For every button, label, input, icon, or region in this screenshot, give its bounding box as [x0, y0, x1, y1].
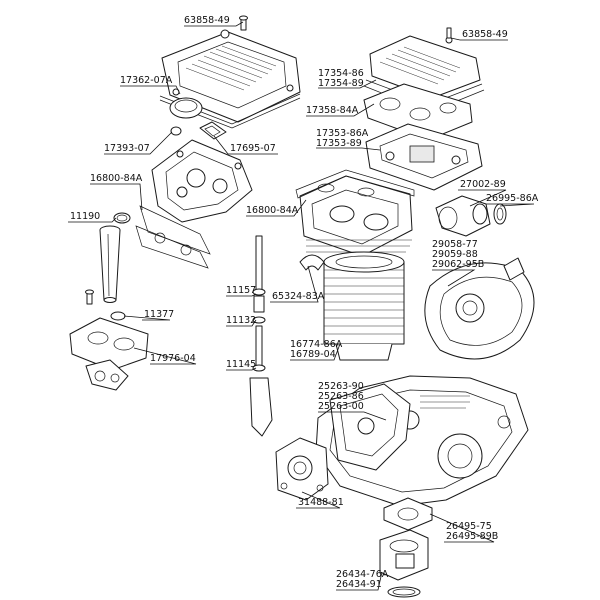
callout-26434-76a: 26434-76A [336, 569, 389, 580]
filter-housing-part [379, 529, 429, 581]
callout-25263-90: 25263-90 [318, 381, 364, 392]
callout-65324-83a: 65324-83A [272, 291, 325, 302]
callout-17354-89: 17354-89 [318, 78, 364, 89]
callout-11145: 11145 [226, 359, 256, 370]
callout-29059-88: 29059-88 [432, 249, 478, 260]
small-oring-11377-part [110, 311, 126, 321]
pushrod-assembly-part [249, 235, 273, 437]
callout-25263-00: 25263-00 [318, 401, 364, 412]
callout-16774-86a: 16774-86A [290, 339, 343, 350]
callout-63858-49-right: 63858-49 [462, 29, 508, 40]
filter-oring-part [387, 586, 421, 598]
callout-17695-07: 17695-07 [230, 143, 276, 154]
callout-29058-77: 29058-77 [432, 239, 478, 250]
callout-26995-86a: 26995-86A [486, 193, 539, 204]
air-cleaner-plate-part [424, 257, 535, 360]
callout-16789-04: 16789-04 [290, 349, 336, 360]
bolt-part [239, 15, 248, 31]
small-oring-part [170, 126, 182, 136]
callout-labels: 63858-49 63858-49 17362-07A 17354-86 173… [70, 15, 539, 590]
manifold-clamp-part [299, 254, 325, 271]
callout-31488-81: 31488-81 [298, 497, 344, 508]
callout-17353-86a: 17353-86A [316, 128, 369, 139]
callout-16800-84a-center: 16800-84A [246, 205, 299, 216]
square-gasket-part [199, 121, 227, 140]
leader-lines [68, 21, 535, 591]
callout-17353-89: 17353-89 [316, 138, 362, 149]
callout-11157: 11157 [226, 285, 256, 296]
breather-cover-part [169, 97, 203, 119]
oil-pump-part [275, 437, 329, 501]
pushrod-tube-part [99, 225, 121, 303]
pushrod-oring-part [113, 212, 131, 224]
callout-17393-07: 17393-07 [104, 143, 150, 154]
callout-26495-75: 26495-75 [446, 521, 492, 532]
callout-63858-49-top: 63858-49 [184, 15, 230, 26]
callout-11377: 11377 [144, 309, 174, 320]
upper-right-plate-part [363, 83, 473, 141]
intake-seal-part [493, 203, 507, 225]
tappet-block-part [69, 317, 149, 391]
upper-right-cover-part [369, 27, 481, 99]
head-gasket-part [295, 169, 415, 199]
callout-11132: 11132 [226, 315, 256, 326]
callout-29062-95b: 29062-95B [432, 259, 484, 270]
cylinder-head-part [299, 175, 413, 257]
callout-17976-04: 17976-04 [150, 353, 196, 364]
intake-pipe-part [435, 195, 491, 237]
callout-25263-86: 25263-86 [318, 391, 364, 402]
callout-17362-07a: 17362-07A [120, 75, 173, 86]
callout-26495-89b: 26495-89B [446, 531, 498, 542]
cam-cover-part [329, 383, 411, 471]
callout-16800-84a-left: 16800-84A [90, 173, 143, 184]
rocker-base-gasket-part [135, 205, 211, 269]
callout-17358-84a: 17358-84A [306, 105, 359, 116]
tube-bolt-part [85, 289, 94, 305]
callout-11190: 11190 [70, 211, 100, 222]
callout-17354-86: 17354-86 [318, 68, 364, 79]
cylinder-part [323, 251, 405, 361]
upper-right-housing-part [365, 123, 483, 191]
callout-26434-91: 26434-91 [336, 579, 382, 590]
callout-27002-89: 27002-89 [460, 179, 506, 190]
filter-gasket-part [383, 497, 433, 531]
rocker-housing-part [151, 139, 253, 223]
